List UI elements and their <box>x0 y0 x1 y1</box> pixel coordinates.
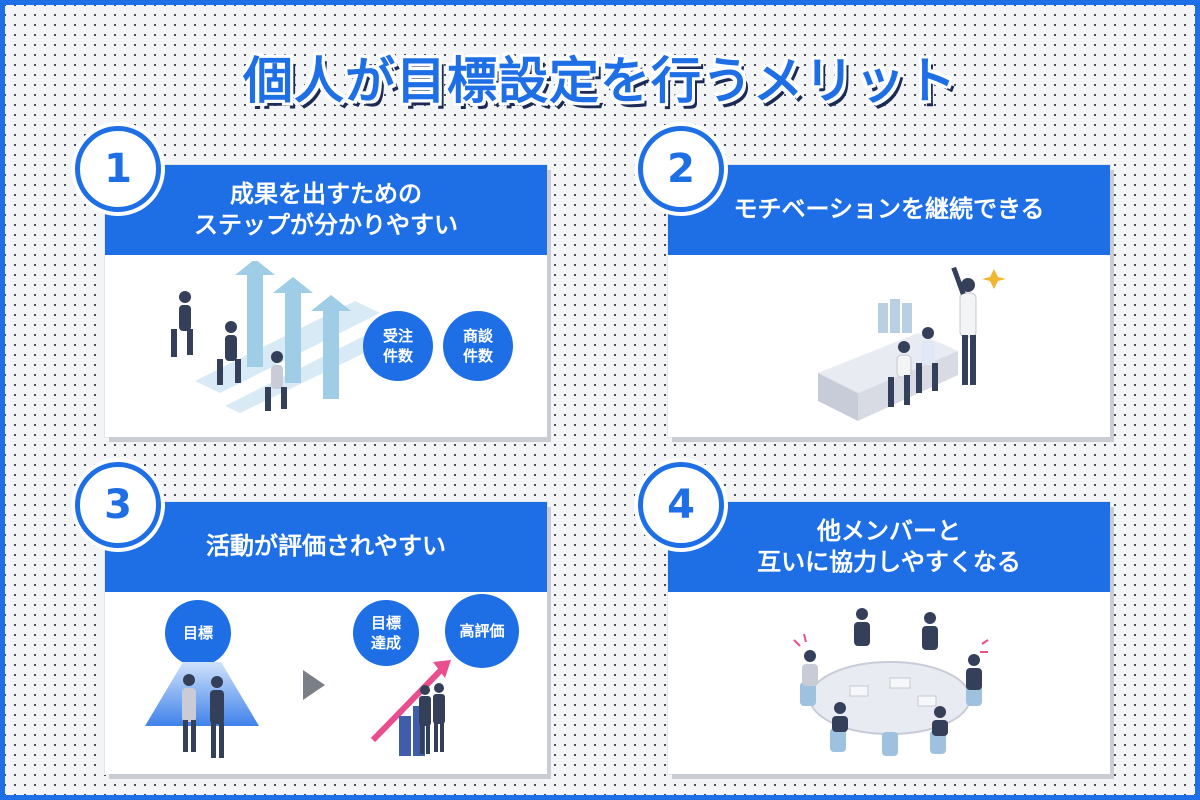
card-4-number: 4 <box>638 462 724 548</box>
goal-bubble: 目標 <box>165 600 231 666</box>
next-arrow-icon <box>303 670 325 700</box>
card-1: 成果を出すための ステップが分かりやすい 受注 件数 商談 件数 <box>105 165 547 437</box>
card-3-heading: 活動が評価されやすい <box>105 502 547 592</box>
page-title: 個人が目標設定を行うメリット <box>243 52 957 110</box>
card-2-number: 2 <box>638 126 724 212</box>
stairs-growth-illustration <box>171 261 385 413</box>
card-3: 活動が評価されやすい 目標 目標 達成 高評価 <box>105 502 547 774</box>
goal-spotlight-illustration <box>145 662 259 758</box>
deals-count-bubble: 商談 件数 <box>443 311 513 381</box>
card-2: モチベーションを継続できる <box>668 165 1110 437</box>
card-3-number: 3 <box>75 462 161 548</box>
orders-count-bubble: 受注 件数 <box>363 311 433 381</box>
card-4: 他メンバーと 互いに協力しやすくなる <box>668 502 1110 774</box>
high-evaluation-bubble: 高評価 <box>445 594 519 668</box>
card-2-heading: モチベーションを継続できる <box>668 165 1110 255</box>
card-1-number: 1 <box>75 126 161 212</box>
goal-achieved-bubble: 目標 達成 <box>353 600 419 666</box>
card-4-heading: 他メンバーと 互いに協力しやすくなる <box>668 502 1110 592</box>
card-1-heading: 成果を出すための ステップが分かりやすい <box>105 165 547 255</box>
team-meeting-illustration <box>793 608 989 756</box>
growth-arrow-illustration <box>370 660 451 756</box>
celebrating-team-illustration <box>818 266 1006 421</box>
